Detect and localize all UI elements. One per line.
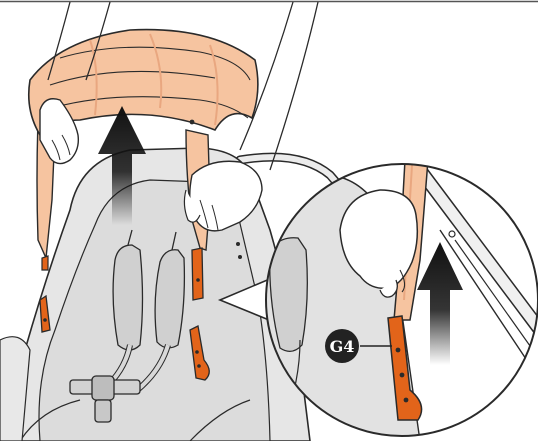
shoulder-pad-right xyxy=(155,250,184,348)
g4-callout-label: G4 xyxy=(330,337,355,356)
shoulder-pad-left xyxy=(113,245,142,350)
